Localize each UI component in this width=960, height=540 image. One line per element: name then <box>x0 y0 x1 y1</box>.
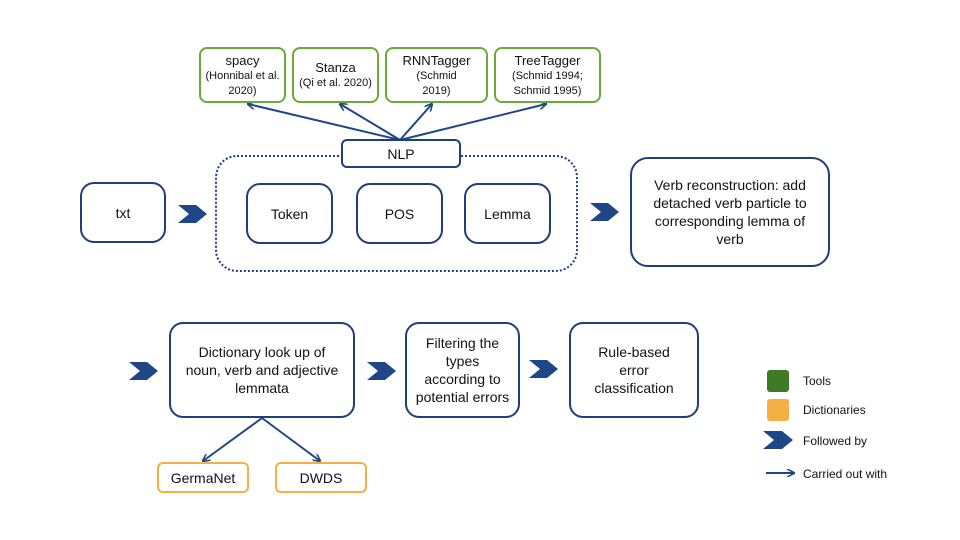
link-nlp-rnntagger <box>399 104 432 141</box>
link-nlp-spacy <box>248 104 401 141</box>
link-nlp-stanza <box>340 104 401 141</box>
tool-rnntagger: RNNTagger (Schmid 2019) <box>385 47 488 103</box>
dictionary-label: DWDS <box>299 469 343 486</box>
nlp-label: NLP <box>387 145 415 162</box>
legend-tools-label: Tools <box>803 374 832 388</box>
tool-reference: (Qi et al. 2020) <box>299 77 372 89</box>
tool-reference: (Schmid 1994; Schmid 1995) <box>512 69 583 97</box>
chevron-arrow-icon <box>129 362 158 380</box>
step-token: Token <box>246 183 333 244</box>
legend-chevron-icon <box>763 431 793 449</box>
chevron-arrow-icon <box>367 362 396 380</box>
step-label: Token <box>270 205 309 222</box>
step-lemma: Lemma <box>464 183 551 244</box>
dictionary-dwds: DWDS <box>275 462 367 493</box>
link-nlp-treetagger <box>399 104 546 141</box>
legend-dictionaries-swatch <box>767 399 789 421</box>
link-dict-germanet <box>203 417 263 461</box>
classification-box: Rule-based error classification <box>569 322 699 418</box>
tool-name: TreeTagger <box>514 52 581 68</box>
legend-dictionaries-label: Dictionaries <box>803 403 866 417</box>
input-txt-box: txt <box>80 182 166 243</box>
classification-label: Rule-based error classification <box>594 344 674 396</box>
verb-reconstruction-label: Verb reconstruction: add detached verb p… <box>653 177 807 247</box>
legend-carried-out-with-label: Carried out with <box>803 467 888 481</box>
tool-spacy: spacy (Honnibal et al. 2020) <box>199 47 286 103</box>
tool-name: RNNTagger <box>402 52 471 68</box>
step-label: Lemma <box>484 205 531 222</box>
chevron-arrow-icon <box>590 203 619 221</box>
tool-stanza: Stanza (Qi et al. 2020) <box>292 47 379 103</box>
filtering-label: Filtering the types according to potenti… <box>415 335 510 405</box>
input-label: txt <box>115 204 131 221</box>
dictionary-germanet: GermaNet <box>157 462 249 493</box>
step-pos: POS <box>356 183 443 244</box>
link-dict-dwds <box>261 417 320 461</box>
chevron-arrow-icon <box>529 360 558 378</box>
dictionary-lookup-box: Dictionary look up of noun, verb and adj… <box>169 322 355 418</box>
tool-name: spacy <box>225 52 260 68</box>
tool-name: Stanza <box>315 60 356 75</box>
step-label: POS <box>384 205 415 222</box>
dictionary-lookup-label: Dictionary look up of noun, verb and adj… <box>185 344 339 396</box>
dictionary-label: GermaNet <box>170 469 236 486</box>
filtering-box: Filtering the types according to potenti… <box>405 322 520 418</box>
tool-treetagger: TreeTagger (Schmid 1994; Schmid 1995) <box>494 47 601 103</box>
verb-reconstruction-box: Verb reconstruction: add detached verb p… <box>630 157 830 267</box>
legend-tools-swatch <box>767 370 789 392</box>
tool-reference: (Schmid 2019) <box>416 69 457 97</box>
nlp-label-box: NLP <box>341 139 461 168</box>
tool-reference: (Honnibal et al. 2020) <box>205 69 280 97</box>
chevron-arrow-icon <box>178 205 207 223</box>
legend-followed-by-label: Followed by <box>803 434 868 448</box>
